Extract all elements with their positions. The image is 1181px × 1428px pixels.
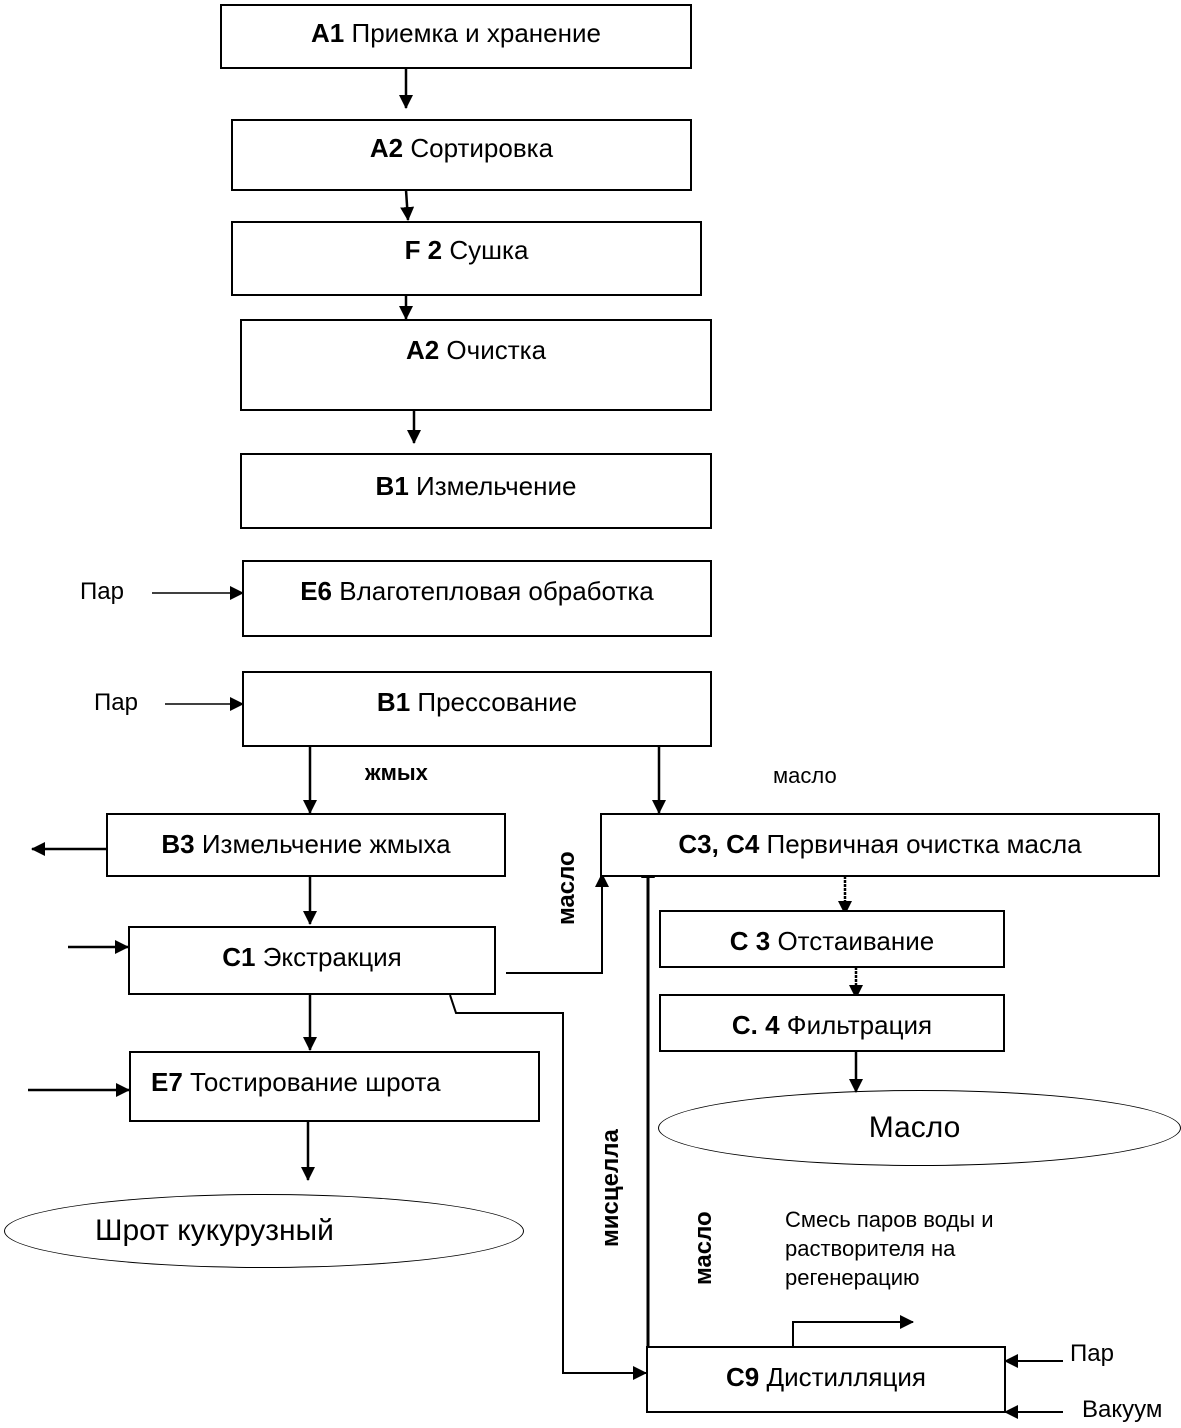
node-name: Отстаивание [770,926,935,956]
node-code: Е6 [300,576,333,606]
output-corn-meal: Шрот кукурузный [4,1194,524,1268]
node-code: А1 [311,18,345,48]
output-oil-label: Масло [868,1111,961,1144]
node-code: В3 [161,829,195,859]
node-c3-settling: С 3 Отстаивание [659,910,1005,968]
node-name: Очистка [439,335,547,365]
node-name: Влаготепловая обработка [332,576,654,606]
node-code: С1 [222,942,256,972]
node-name: Экстракция [255,942,402,972]
node-a1-receiving-storage: А1 Приемка и хранение [220,4,692,69]
node-name: Приемка и хранение [344,18,601,48]
node-c3c4-primary-oil-cleaning: С3, С4 Первичная очистка масла [600,813,1160,877]
node-code: F 2 [404,235,443,265]
label-miscella: мисцелла [597,1129,624,1247]
node-a2-sorting: А2 Сортировка [231,119,692,191]
node-e6-moisture-heat: Е6 Влаготепловая обработка [242,560,712,637]
label-steam-e6: Пар [80,578,124,605]
node-b1-pressing: В1 Прессование [242,671,712,747]
node-name: Тостирование шрота [182,1067,441,1097]
label-oil-vertical-c9: масло [690,1211,717,1285]
node-f2-drying: F 2 Сушка [231,221,702,296]
node-name: Сортировка [403,133,554,163]
label-vapor-mix: Смесь паров воды и растворителя на реген… [785,1207,994,1290]
node-name: Прессование [410,687,578,717]
label-cake: жмых [365,760,428,785]
node-c4-filtration: С. 4 Фильтрация [659,994,1005,1052]
node-name: Первичная очистка масла [759,829,1082,859]
arrow-c1-oil [506,873,609,974]
arrow-c1-miscella [449,994,647,1380]
node-code: В1 [376,687,411,717]
output-oil: Масло [658,1090,1181,1166]
label-oil-top: масло [773,763,837,788]
label-steam-c9: Пар [1070,1340,1114,1367]
output-corn-meal-label: Шрот кукурузный [95,1214,334,1247]
node-code: С9 [726,1362,760,1392]
node-name: Измельчение [408,471,577,501]
node-name: Измельчение жмыха [194,829,451,859]
node-name: Сушка [442,235,529,265]
node-code: С. 4 [731,1010,780,1040]
node-code: В1 [375,471,409,501]
node-b1-grinding: В1 Измельчение [240,453,712,529]
label-vacuum: Вакуум [1082,1396,1163,1423]
label-steam-press: Пар [94,689,138,716]
node-name: Дистилляция [759,1362,926,1392]
arrow-a2-f2 [400,189,415,221]
node-name: Фильтрация [779,1010,933,1040]
arrow-c9-vapor [792,1315,914,1346]
node-c9-distillation: С9 Дистилляция [646,1346,1006,1413]
node-code: А2 [405,335,440,365]
node-b3-cake-grinding: В3 Измельчение жмыха [106,813,506,877]
node-code: А2 [369,133,404,163]
node-e7-toasting: Е7 Тостирование шрота [129,1051,540,1122]
label-oil-vertical-c1: масло [553,851,580,925]
node-a2-cleaning: А2 Очистка [240,319,712,411]
node-code: Е7 [151,1067,183,1097]
node-code: С 3 [729,926,771,956]
node-code: С3, С4 [678,829,760,859]
node-c1-extraction: С1 Экстракция [128,926,496,995]
